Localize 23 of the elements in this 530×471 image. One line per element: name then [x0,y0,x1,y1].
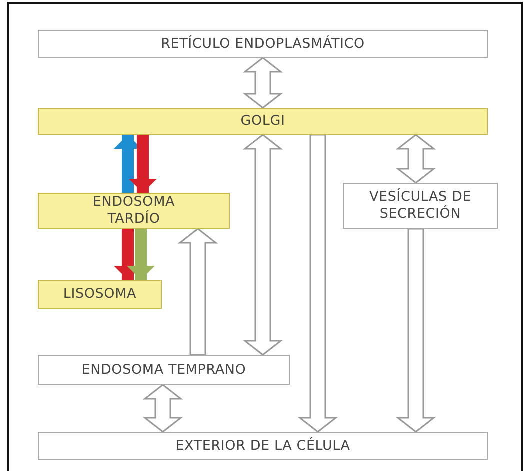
arrow [129,135,157,193]
arrow [127,229,155,280]
arrow [178,228,218,356]
organelle-box [38,355,290,385]
organelle-box [343,183,498,229]
arrow [242,134,284,356]
box-label: ENDOSOMA TARDÍO [92,194,176,228]
organelle-box [38,193,230,229]
box-label: ENDOSOMA TEMPRANO [82,362,246,378]
arrow [396,228,436,433]
arrow [396,134,436,184]
organelle-box [38,108,488,135]
organelle-box [38,432,488,460]
box-label: LISOSOMA [63,286,137,303]
arrow [142,384,184,433]
organelle-box [38,30,488,58]
box-label: RETÍCULO ENDOPLASMÁTICO [161,36,365,52]
box-label: EXTERIOR DE LA CÉLULA [176,438,350,454]
organelle-box [38,280,162,309]
box-label: VESÍCULAS DE SECRECIÓN [368,189,473,223]
arrow [242,57,284,109]
box-label: GOLGI [240,113,286,130]
arrow [298,134,338,433]
